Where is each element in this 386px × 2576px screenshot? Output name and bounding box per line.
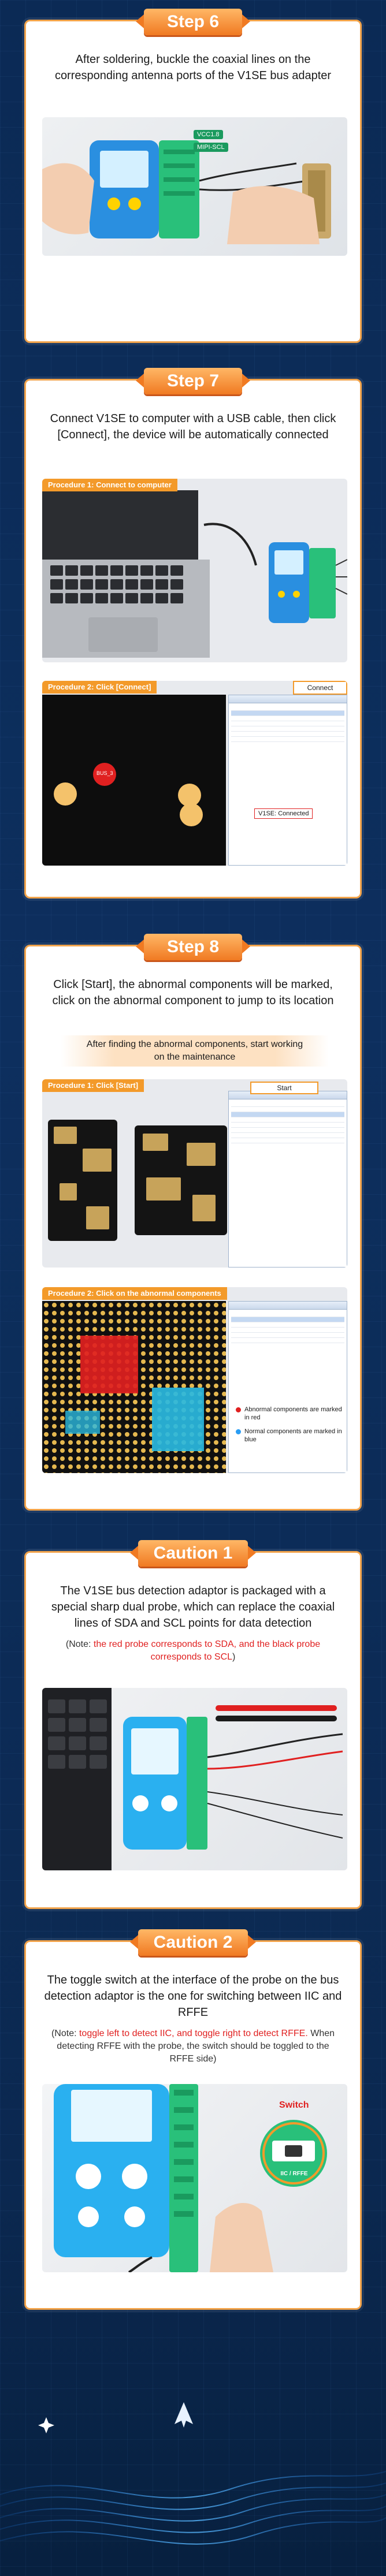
table-rows xyxy=(229,1099,347,1146)
caution2-badge: Caution 2 xyxy=(130,1929,256,1956)
connected-status: V1SE: Connected xyxy=(254,808,313,819)
note-tail: When detecting RFFE with the probe, the … xyxy=(57,2029,335,2064)
step7-proc1-image: Procedure 1: Connect to computer xyxy=(42,479,347,662)
note-prefix: (Note: xyxy=(51,2029,79,2038)
note-red: the red probe corresponds to SDA, and th… xyxy=(93,1639,321,1662)
caution2-card: Caution 2 The toggle switch at the inter… xyxy=(24,1929,362,2310)
caution1-heading: The V1SE bus detection adaptor is packag… xyxy=(51,1585,335,1630)
step6-illustration xyxy=(42,140,331,244)
step8-proc2-image: Procedure 2: Click on the abnormal compo… xyxy=(42,1287,347,1473)
red-dot-icon xyxy=(236,1407,241,1412)
note-suffix: ) xyxy=(232,1652,236,1662)
laptop-illustration xyxy=(42,490,347,658)
step6-card: Step 6 After soldering, buckle the coaxi… xyxy=(24,9,362,343)
step6-photo: VCC1.8 MIPI-SCL xyxy=(42,117,347,256)
step7-proc1-label: Procedure 1: Connect to computer xyxy=(42,479,177,491)
caution2-photo: Switch IIC / RFFE xyxy=(42,2084,347,2272)
legend-normal: Normal components are marked in blue xyxy=(236,1427,343,1444)
pcb-right-board xyxy=(135,1125,227,1235)
switch-label: Switch xyxy=(279,2100,309,2110)
step8-proc1-image: Procedure 1: Click [Start] Start xyxy=(42,1079,347,1268)
note-prefix: (Note: xyxy=(65,1639,94,1649)
pcb-left-board xyxy=(48,1120,117,1241)
step8-sub-text: After finding the abnormal components, s… xyxy=(86,1039,303,1062)
step6-badge: Step 6 xyxy=(136,9,250,35)
note-red: toggle left to detect IIC, and toggle ri… xyxy=(79,2029,308,2038)
step6-heading: After soldering, buckle the coaxial line… xyxy=(54,53,332,82)
caution2-heading: The toggle switch at the interface of th… xyxy=(44,1974,342,2019)
caution2-note: (Note: toggle left to detect IIC, and to… xyxy=(49,2027,337,2066)
connect-button[interactable]: Connect xyxy=(293,681,347,695)
start-button[interactable]: Start xyxy=(250,1082,318,1094)
legend-abnormal: Abnormal components are marked in red xyxy=(236,1406,343,1422)
step7-heading: Connect V1SE to computer with a USB cabl… xyxy=(50,412,336,441)
step6-chip-label-mipi: MIPI-SCL xyxy=(194,143,228,152)
caution1-card: Caution 1 The V1SE bus detection adaptor… xyxy=(24,1540,362,1909)
step8-badge: Step 8 xyxy=(136,934,250,960)
table-rows xyxy=(229,703,347,744)
step8-proc2-label: Procedure 2: Click on the abnormal compo… xyxy=(42,1287,227,1300)
step6-chip-label-vcc: VCC1.8 xyxy=(194,130,223,139)
step7-card: Step 7 Connect V1SE to computer with a U… xyxy=(24,368,362,899)
caution1-illustration xyxy=(42,1688,343,1870)
step7-proc2-label: Procedure 2: Click [Connect] xyxy=(42,681,157,694)
blue-dot-icon xyxy=(236,1429,241,1434)
caution1-photo xyxy=(42,1688,347,1870)
step8-pcb-zoom xyxy=(42,1301,226,1473)
step7-software-panel: V1SE: Connected xyxy=(228,695,347,866)
window-titlebar xyxy=(229,1302,347,1310)
bus-label: BUS_3 xyxy=(96,770,113,776)
legend-normal-text: Normal components are marked in blue xyxy=(244,1428,342,1443)
wave-decoration xyxy=(0,2402,386,2545)
step8-proc1-label: Procedure 1: Click [Start] xyxy=(42,1079,144,1092)
table-rows xyxy=(229,1310,347,1345)
step8-card: Step 8 Click [Start], the abnormal compo… xyxy=(24,934,362,1511)
legend-abnormal-text: Abnormal components are marked in red xyxy=(244,1406,342,1421)
window-titlebar xyxy=(229,695,347,703)
caution1-badge: Caution 1 xyxy=(130,1540,256,1567)
bottom-decoration xyxy=(0,2368,386,2576)
step7-proc2-image: Procedure 2: Click [Connect] BUS_3 V1SE:… xyxy=(42,681,347,866)
component-dots xyxy=(42,1301,226,1473)
legend: Abnormal components are marked in red No… xyxy=(236,1406,343,1444)
step8-heading: Click [Start], the abnormal components w… xyxy=(52,978,334,1007)
step7-badge: Step 7 xyxy=(136,368,250,394)
step7-pcb-view: BUS_3 xyxy=(42,695,226,866)
switch-text: IIC / RFFE xyxy=(280,2171,308,2177)
caution2-illustration xyxy=(54,2084,327,2272)
step8-software-panel-1 xyxy=(228,1091,347,1268)
step8-subnote: After finding the abnormal components, s… xyxy=(61,1035,329,1067)
step8-software-panel-2: Abnormal components are marked in red No… xyxy=(228,1301,347,1473)
step7-pcb-dots xyxy=(54,763,203,826)
caution1-note: (Note: the red probe corresponds to SDA,… xyxy=(49,1638,337,1664)
